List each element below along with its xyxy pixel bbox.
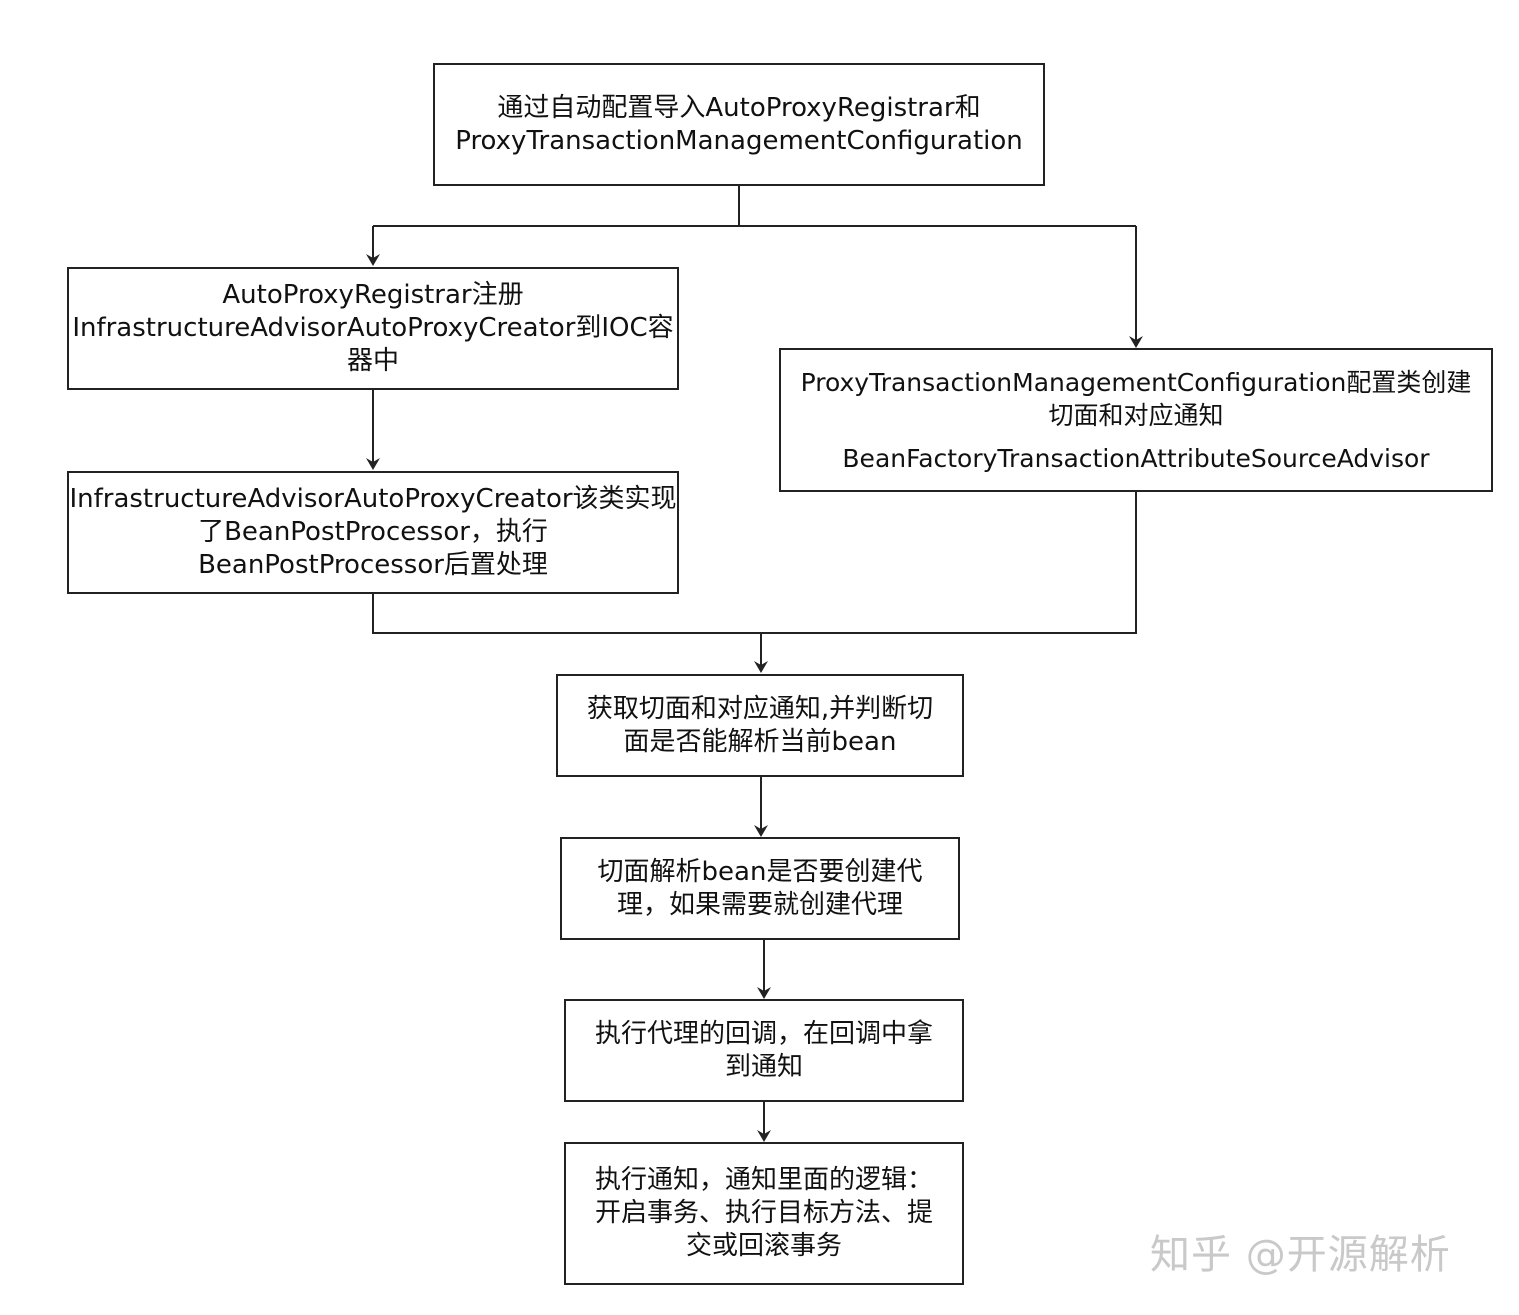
node-config-line2: 切面和对应通知 bbox=[1048, 400, 1224, 430]
node-create-proxy-line2: 理，如果需要就创建代理 bbox=[616, 889, 903, 920]
node-creator: InfrastructureAdvisorAutoProxyCreator该类实… bbox=[67, 471, 679, 594]
node-execute-advice-line2: 开启事务、执行目标方法、提 bbox=[594, 1198, 933, 1228]
node-auto-config-line1: 通过自动配置导入AutoProxyRegistrar和 bbox=[497, 92, 981, 123]
node-execute-advice: 执行通知，通知里面的逻辑： 开启事务、执行目标方法、提 交或回滚事务 bbox=[564, 1142, 964, 1285]
node-auto-config-line2: ProxyTransactionManagementConfiguration bbox=[455, 125, 1023, 156]
connector-top-split bbox=[373, 186, 1136, 227]
node-create-proxy-line1: 切面解析bean是否要创建代 bbox=[597, 856, 923, 887]
node-create-proxy: 切面解析bean是否要创建代 理，如果需要就创建代理 bbox=[560, 837, 960, 940]
node-registrar-line1: AutoProxyRegistrar注册 bbox=[222, 280, 524, 310]
node-auto-config: 通过自动配置导入AutoProxyRegistrar和 ProxyTransac… bbox=[433, 63, 1045, 186]
node-creator-line2: 了BeanPostProcessor，执行 bbox=[198, 517, 548, 547]
node-config-line1: ProxyTransactionManagementConfiguration配… bbox=[800, 367, 1472, 397]
node-creator-line3: BeanPostProcessor后置处理 bbox=[198, 550, 548, 580]
node-get-advisor: 获取切面和对应通知,并判断切 面是否能解析当前bean bbox=[556, 674, 964, 777]
node-callback: 执行代理的回调，在回调中拿 到通知 bbox=[564, 999, 964, 1102]
node-callback-line2: 到通知 bbox=[724, 1051, 803, 1082]
node-registrar-line2: InfrastructureAdvisorAutoProxyCreator到IO… bbox=[72, 313, 674, 343]
watermark: 知乎 @开源解析 bbox=[1150, 1232, 1451, 1278]
node-get-advisor-line1: 获取切面和对应通知,并判断切 bbox=[586, 693, 934, 724]
node-registrar: AutoProxyRegistrar注册 InfrastructureAdvis… bbox=[67, 267, 679, 390]
node-config-line3: BeanFactoryTransactionAttributeSourceAdv… bbox=[842, 443, 1430, 473]
node-get-advisor-line2: 面是否能解析当前bean bbox=[623, 726, 897, 757]
node-execute-advice-line1: 执行通知，通知里面的逻辑： bbox=[594, 1165, 933, 1195]
node-config: ProxyTransactionManagementConfiguration配… bbox=[779, 348, 1493, 492]
node-creator-line1: InfrastructureAdvisorAutoProxyCreator该类实… bbox=[69, 484, 677, 514]
node-callback-line1: 执行代理的回调，在回调中拿 bbox=[594, 1018, 933, 1049]
node-execute-advice-line3: 交或回滚事务 bbox=[685, 1231, 842, 1261]
node-registrar-line3: 器中 bbox=[346, 346, 399, 376]
connector-merge bbox=[372, 492, 1137, 634]
